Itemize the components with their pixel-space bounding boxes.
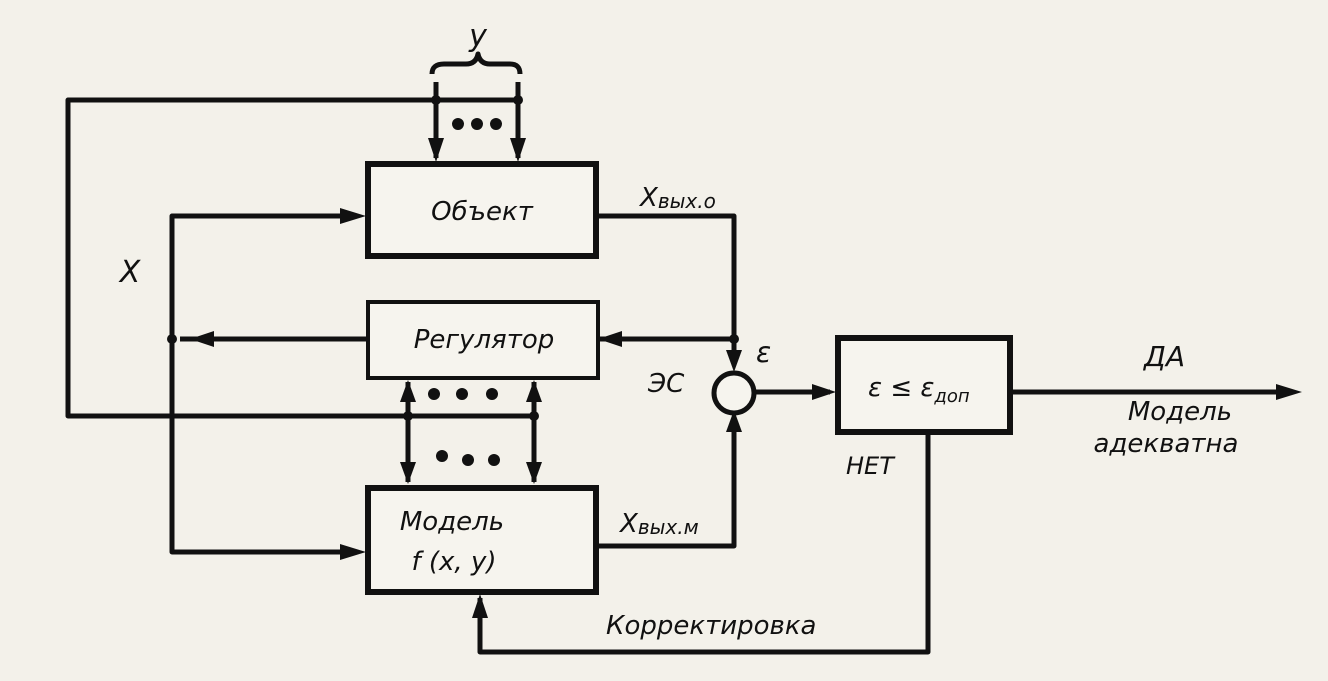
object-output-line (597, 213, 737, 362)
arrow-regulator-output (190, 331, 214, 347)
arrow-correction-to-model (472, 594, 488, 618)
correction-loop-line (477, 433, 931, 655)
y-label: y (468, 19, 488, 54)
regulator-label: Регулятор (414, 325, 555, 355)
arrow-object-to-comparator (726, 350, 742, 372)
arrow-x-to-model (340, 544, 366, 560)
ellipsis-y-inputs (452, 118, 502, 130)
arrow-epsilon-to-condition (812, 384, 836, 400)
x-out-model-label: Xвых.м (618, 509, 699, 539)
yes-label: ДА (1142, 340, 1185, 373)
arrow-link2-up (526, 380, 542, 402)
comparator-label: ЭС (647, 369, 685, 399)
x-out-model-main: X (618, 509, 639, 539)
junction-dot-y2 (513, 95, 523, 105)
arrow-x-to-object (340, 208, 366, 224)
arrow-y2-to-object (510, 138, 526, 162)
regulator-block (366, 300, 600, 380)
arrow-y1-to-object (428, 138, 444, 162)
condition-block (835, 335, 1013, 435)
comparator-circle (711, 370, 757, 416)
arrow-link2-down (526, 462, 542, 484)
object-label: Объект (431, 197, 534, 227)
object-block (365, 161, 599, 259)
arrow-model-to-comparator (726, 410, 742, 432)
model-output-line (597, 418, 737, 549)
x-out-model-sub: вых.м (638, 515, 699, 539)
arrow-link1-up (400, 380, 416, 402)
x-out-object-label: Xвых.о (638, 183, 716, 213)
correction-label: Корректировка (606, 611, 817, 641)
condition-sub: доп (933, 386, 969, 407)
no-label: НЕТ (846, 452, 896, 480)
arrow-yes-output (1276, 384, 1302, 400)
condition-main: ε ≤ ε (868, 373, 934, 403)
junction-dot-comparator (729, 334, 739, 344)
junction-dot-x-bus (167, 334, 177, 344)
epsilon-label: ε (756, 336, 771, 369)
ellipsis-regulator-links (428, 388, 498, 400)
x-out-object-sub: вых.о (658, 189, 716, 213)
arrow-comparator-to-regulator (598, 331, 622, 347)
junction-dot-link2 (529, 411, 539, 421)
y-feedback-loop-line (65, 97, 518, 419)
x-out-object-main: X (638, 183, 659, 213)
model-label-line2: f (x, y) (411, 547, 496, 577)
model-block (365, 485, 599, 595)
junction-dot-link1 (403, 411, 413, 421)
junction-dot-y1 (431, 95, 441, 105)
adequate-label-line1: Модель (1128, 397, 1232, 427)
arrow-link1-down (400, 462, 416, 484)
condition-label: ε ≤ εдоп (868, 373, 970, 407)
model-label-line1: Модель (400, 507, 504, 537)
y-brace (429, 51, 523, 75)
x-bus-to-object-line (169, 213, 348, 555)
adequate-label-line2: адекватна (1094, 429, 1239, 459)
x-label: X (118, 255, 142, 290)
ellipsis-model-links (436, 450, 500, 466)
